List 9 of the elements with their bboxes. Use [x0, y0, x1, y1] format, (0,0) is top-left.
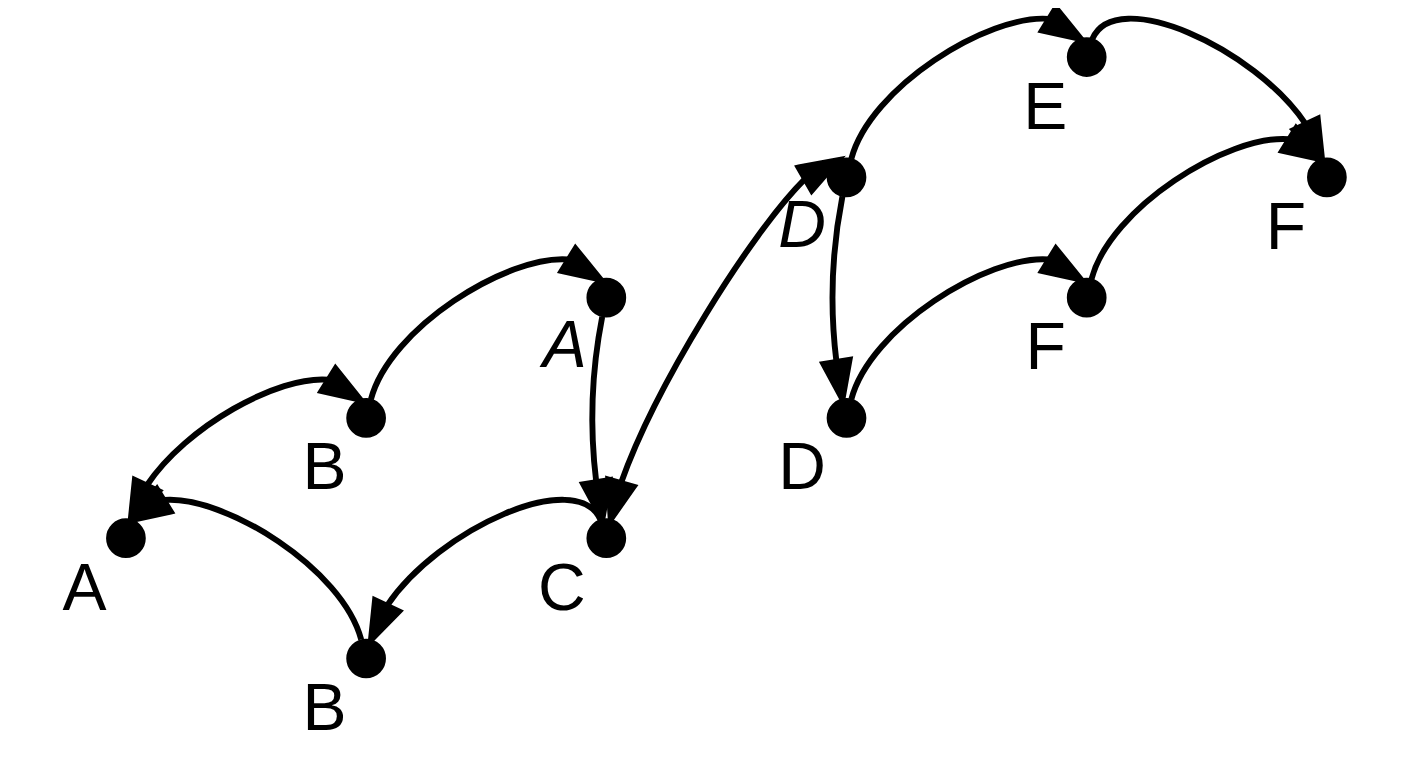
- node-label: C: [538, 549, 586, 624]
- node-label: E: [1023, 68, 1068, 143]
- node-label: F: [1265, 188, 1307, 263]
- node-label: B: [302, 429, 347, 504]
- node-label: F: [1025, 309, 1066, 384]
- node-label: D: [778, 186, 826, 261]
- node-label: B: [302, 670, 347, 745]
- node-label: A: [62, 549, 107, 624]
- node-label: D: [778, 429, 826, 504]
